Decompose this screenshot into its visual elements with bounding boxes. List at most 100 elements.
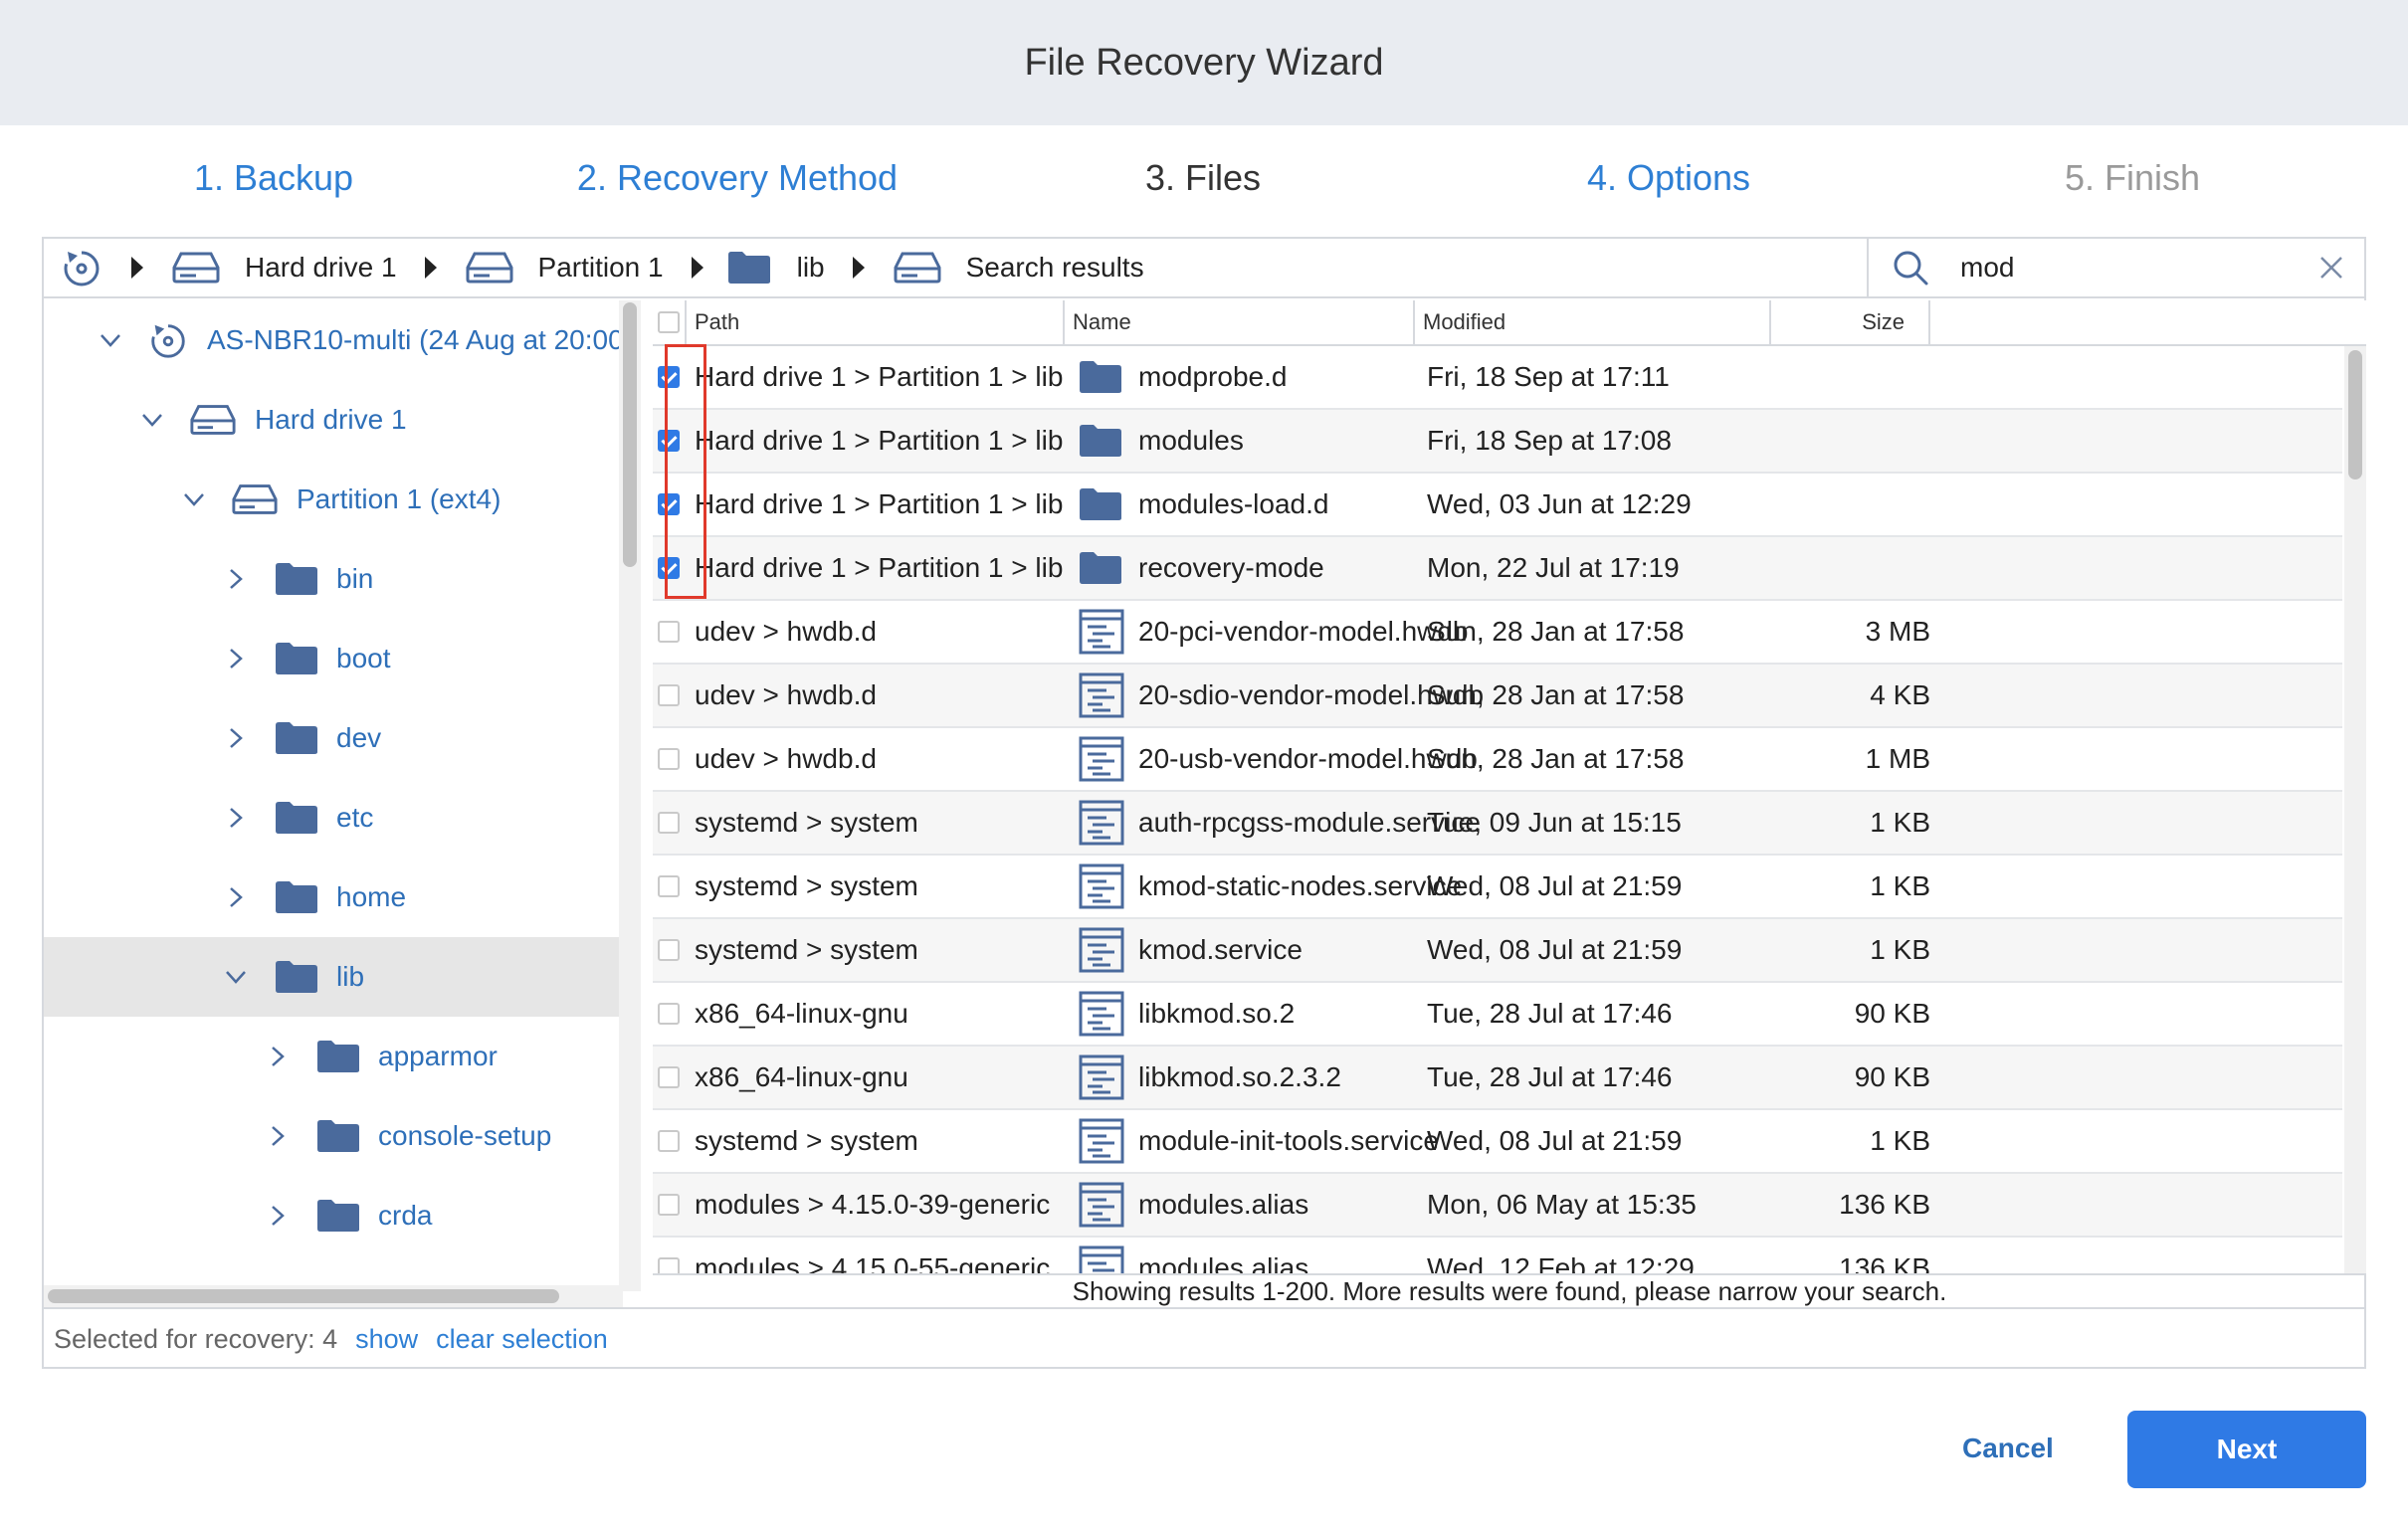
history-icon[interactable] <box>60 246 103 289</box>
column-header-name[interactable]: Name <box>1065 300 1415 344</box>
row-checkbox[interactable] <box>658 939 680 961</box>
tree-item[interactable]: crda <box>44 1176 621 1255</box>
breadcrumb-separator-icon[interactable] <box>131 257 143 279</box>
chevron-down-icon[interactable] <box>139 407 165 433</box>
tree-vertical-scroll-thumb[interactable] <box>623 302 637 567</box>
breadcrumb-separator-icon[interactable] <box>852 257 865 279</box>
row-checkbox[interactable] <box>658 684 680 706</box>
chevron-down-icon[interactable] <box>98 327 123 353</box>
breadcrumb: Hard drive 1 Partition 1 lib Search results <box>44 239 1867 298</box>
column-header-modified[interactable]: Modified <box>1415 300 1771 344</box>
wizard-step-4[interactable]: 4. Options <box>1586 157 1751 198</box>
chevron-right-icon[interactable] <box>223 566 249 592</box>
chevron-right-icon[interactable] <box>223 805 249 831</box>
tree-item[interactable]: apparmor <box>44 1017 621 1096</box>
chevron-down-icon[interactable] <box>181 486 207 512</box>
chevron-down-icon[interactable] <box>223 964 249 990</box>
breadcrumb-item[interactable]: Hard drive 1 <box>165 251 397 285</box>
tree-item[interactable]: Hard drive 1 <box>44 380 621 460</box>
row-name-cell: module-init-tools.service <box>1079 1110 1439 1172</box>
row-checkbox[interactable] <box>658 812 680 834</box>
show-selection-link[interactable]: show <box>355 1323 419 1354</box>
folder-icon <box>317 1041 359 1072</box>
folder-icon <box>1080 552 1121 584</box>
tree-item[interactable]: AS-NBR10-multi (24 Aug at 20:00) <box>44 300 631 380</box>
chevron-right-icon[interactable] <box>265 1123 291 1149</box>
cancel-button[interactable]: Cancel <box>1962 1409 2054 1488</box>
row-checkbox[interactable] <box>658 557 680 579</box>
tree-horizontal-scrollbar[interactable] <box>44 1285 623 1307</box>
breadcrumb-item[interactable]: lib <box>725 251 825 285</box>
select-all-checkbox[interactable] <box>658 311 680 333</box>
tree-item[interactable]: Partition 1 (ext4) <box>44 460 621 539</box>
row-size: 1 KB <box>1870 934 1930 965</box>
breadcrumb-label: Search results <box>965 252 1144 283</box>
wizard-step-3: 3. Files <box>1144 157 1262 198</box>
row-checkbox[interactable] <box>658 1003 680 1025</box>
tree-item[interactable]: etc <box>44 778 621 858</box>
breadcrumb-item[interactable]: Partition 1 <box>459 251 664 285</box>
tree-item[interactable]: lib <box>44 937 621 1017</box>
breadcrumb-separator-icon[interactable] <box>424 257 437 279</box>
row-name-cell: modules <box>1079 410 1244 472</box>
row-checkbox[interactable] <box>658 875 680 897</box>
breadcrumb-item[interactable]: Search results <box>887 251 1144 285</box>
chevron-right-icon[interactable] <box>265 1203 291 1229</box>
clear-selection-link[interactable]: clear selection <box>436 1323 608 1354</box>
chevron-right-icon[interactable] <box>265 1044 291 1069</box>
next-button[interactable]: Next <box>2127 1411 2366 1488</box>
table-vertical-scroll-thumb[interactable] <box>2348 350 2362 479</box>
wizard-step-2[interactable]: 2. Recovery Method <box>576 157 899 198</box>
wizard-step-1[interactable]: 1. Backup <box>193 157 354 198</box>
drive-icon <box>894 252 941 284</box>
breadcrumb-separator-icon[interactable] <box>691 257 703 279</box>
chevron-right-icon[interactable] <box>223 646 249 671</box>
row-checkbox[interactable] <box>658 430 680 452</box>
tree-item[interactable]: home <box>44 858 621 937</box>
row-select-cell <box>653 983 685 1045</box>
search-input[interactable] <box>1960 252 2299 284</box>
tree-vertical-scrollbar[interactable] <box>619 300 641 1291</box>
chevron-right-icon[interactable] <box>223 725 249 751</box>
drive-icon <box>172 252 220 284</box>
row-modified: Tue, 28 Jul at 17:46 <box>1427 1061 1673 1092</box>
file-icon <box>1079 863 1124 909</box>
row-path: udev > hwdb.d <box>695 616 877 647</box>
row-checkbox[interactable] <box>658 1257 680 1273</box>
tree-item[interactable]: dev <box>44 698 621 778</box>
row-checkbox[interactable] <box>658 748 680 770</box>
row-checkbox[interactable] <box>658 1194 680 1216</box>
column-header-path[interactable]: Path <box>685 300 1065 344</box>
table-vertical-scrollbar[interactable] <box>2344 346 2366 1273</box>
row-checkbox[interactable] <box>658 493 680 515</box>
row-name: 20-pci-vendor-model.hwdb <box>1138 616 1469 647</box>
row-checkbox[interactable] <box>658 1066 680 1088</box>
row-checkbox[interactable] <box>658 1130 680 1152</box>
tree-item[interactable]: bin <box>44 539 621 619</box>
column-header-size[interactable]: Size <box>1771 300 1930 344</box>
row-checkbox[interactable] <box>658 366 680 388</box>
row-size: 1 KB <box>1870 1125 1930 1156</box>
row-name: modules <box>1138 425 1244 456</box>
chevron-right-icon[interactable] <box>223 884 249 910</box>
clear-search-icon[interactable] <box>2318 255 2344 281</box>
tree-item[interactable]: boot <box>44 619 621 698</box>
row-checkbox[interactable] <box>658 621 680 643</box>
tree-item[interactable]: console-setup <box>44 1096 621 1176</box>
tree-horizontal-scroll-thumb[interactable] <box>48 1289 559 1303</box>
